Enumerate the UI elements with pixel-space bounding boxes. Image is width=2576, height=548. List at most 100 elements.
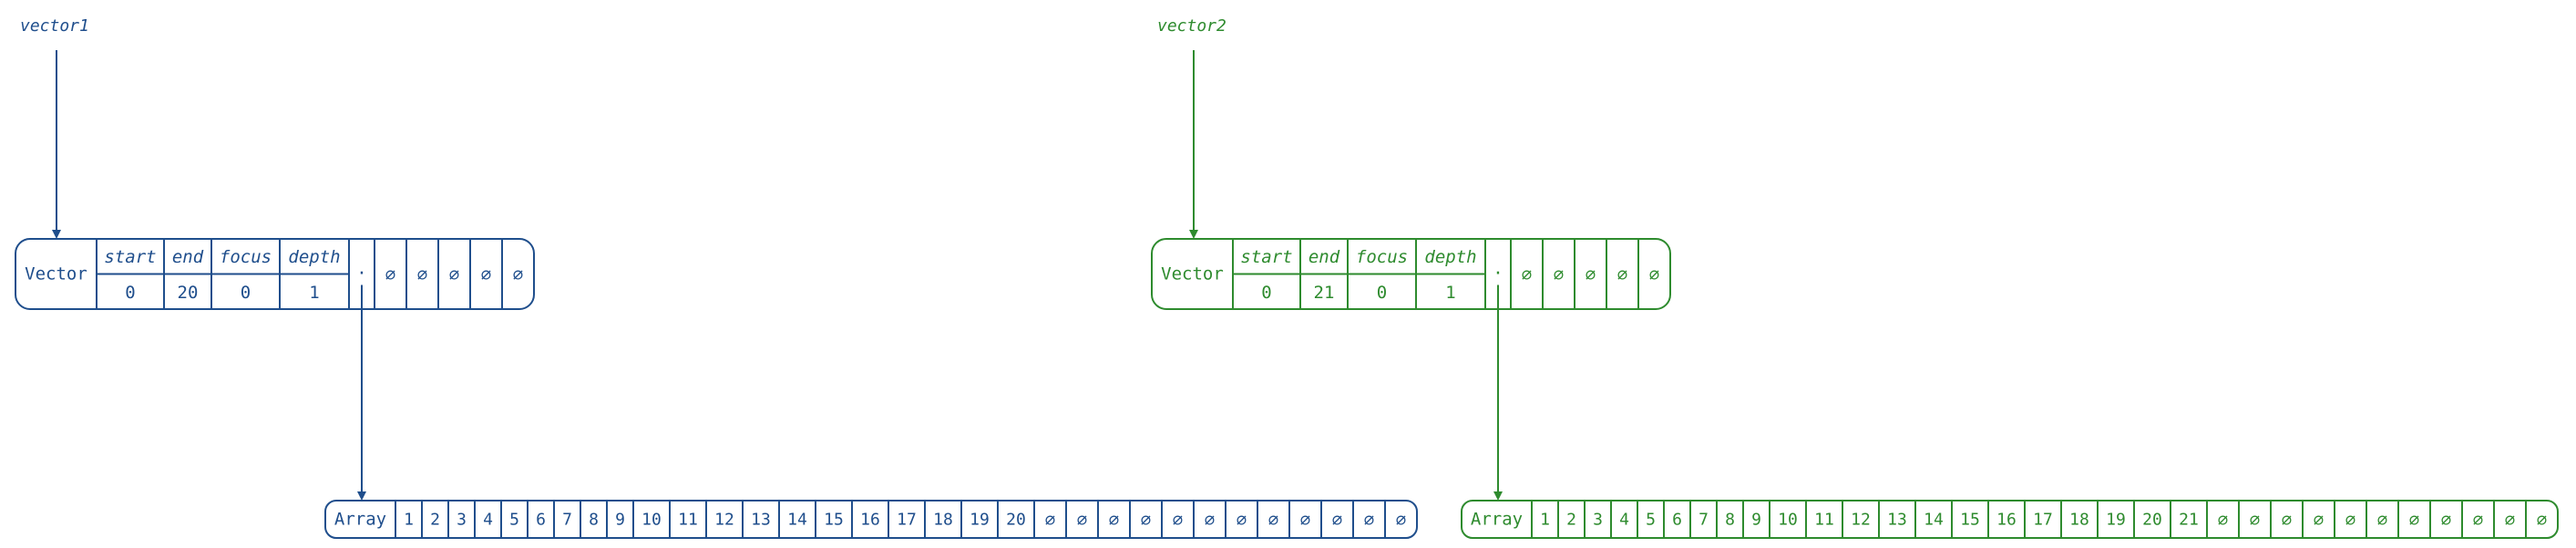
array-cell: 13	[751, 511, 771, 530]
array-cell: ∅	[1237, 511, 1247, 531]
array-cell: 18	[2069, 511, 2089, 530]
array-cell: 9	[1751, 511, 1761, 530]
field-header: focus	[220, 247, 272, 267]
array-cell: 17	[897, 511, 917, 530]
array-cell: 9	[615, 511, 625, 530]
vector-field-focus: focus 0	[220, 247, 272, 303]
array-cell: ∅	[2282, 511, 2292, 531]
vector-field-depth: depth 1	[288, 247, 340, 303]
variable-label: vector2	[1157, 16, 1226, 36]
null-slot: ∅	[1617, 265, 1627, 285]
field-value: 0	[241, 283, 251, 303]
array-type-name: Array	[334, 510, 386, 530]
vector-field-start: start 0	[1240, 247, 1292, 303]
field-header: depth	[288, 247, 340, 267]
array-cell: 18	[933, 511, 953, 530]
array-cell: 17	[2033, 511, 2053, 530]
array-cell: ∅	[2409, 511, 2419, 531]
array-cell: 16	[860, 511, 880, 530]
array-cell: ∅	[1332, 511, 1342, 531]
null-slot: ∅	[1554, 265, 1564, 285]
null-slot: ∅	[513, 265, 523, 285]
diagram-vector1: vector1Vectorstart0end20focus0depth1·∅∅∅…	[15, 16, 1418, 539]
array-cell: 11	[678, 511, 698, 530]
array-cell: 6	[1672, 511, 1682, 530]
array-cell: 10	[641, 511, 662, 530]
array-cell: ∅	[2537, 511, 2547, 531]
array-cell: ∅	[2345, 511, 2355, 531]
array-cell: ∅	[2441, 511, 2451, 531]
array-cell: ∅	[1173, 511, 1183, 531]
array-cell: 21	[2179, 511, 2199, 530]
pointer-slot: ·	[356, 264, 366, 284]
array-type-name: Array	[1471, 510, 1523, 530]
array-cell: 15	[1960, 511, 1980, 530]
array-cell: 20	[2142, 511, 2162, 530]
array-cell: ∅	[1300, 511, 1310, 531]
array-cell: 14	[787, 511, 807, 530]
pointer-slot: ·	[1493, 264, 1503, 284]
array-cell: 14	[1924, 511, 1944, 530]
vector-field-end: end 20	[172, 247, 204, 303]
array-cell: 8	[589, 511, 599, 530]
array-cell: ∅	[2250, 511, 2260, 531]
field-header: end	[1309, 247, 1340, 267]
null-slot: ∅	[1522, 265, 1532, 285]
array-cell: ∅	[2505, 511, 2515, 531]
field-header: start	[1240, 247, 1292, 267]
array-cell: 1	[404, 511, 414, 530]
field-header: start	[104, 247, 156, 267]
variable-label: vector1	[20, 16, 89, 36]
array-box	[324, 500, 1418, 539]
array-cell: 5	[1646, 511, 1656, 530]
array-cell: 4	[483, 511, 493, 530]
array-cell: ∅	[1205, 511, 1215, 531]
field-value: 0	[1261, 283, 1271, 303]
field-header: end	[172, 247, 204, 267]
field-value: 0	[125, 283, 135, 303]
array-box	[1461, 500, 2559, 539]
array-cell: ∅	[1364, 511, 1374, 531]
vector-field-end: end 21	[1309, 247, 1340, 303]
null-slot: ∅	[385, 265, 395, 285]
array-cell: 19	[970, 511, 990, 530]
null-slot: ∅	[417, 265, 427, 285]
array-cell: ∅	[1077, 511, 1087, 531]
array-cell: 1	[1540, 511, 1550, 530]
null-slot: ∅	[1649, 265, 1659, 285]
array-cell: ∅	[2218, 511, 2228, 531]
array-cell: 4	[1619, 511, 1629, 530]
vector-type-name: Vector	[25, 264, 87, 284]
array-cell: 2	[1566, 511, 1576, 530]
field-header: focus	[1356, 247, 1408, 267]
null-slot: ∅	[481, 265, 491, 285]
array-cell: 12	[714, 511, 734, 530]
null-slot: ∅	[449, 265, 459, 285]
array-cell: 12	[1851, 511, 1871, 530]
field-value: 21	[1314, 283, 1335, 303]
array-cell: 16	[1996, 511, 2017, 530]
array-cell: 3	[1593, 511, 1603, 530]
diagram-vector2: vector2Vectorstart0end21focus0depth1·∅∅∅…	[1151, 16, 2559, 539]
array-cell: 20	[1006, 511, 1026, 530]
array-cell: ∅	[1268, 511, 1278, 531]
array-cell: 6	[536, 511, 546, 530]
field-value: 1	[1445, 283, 1455, 303]
array-cell: 8	[1725, 511, 1735, 530]
array-cell: 2	[430, 511, 440, 530]
array-cell: 11	[1814, 511, 1834, 530]
vector-type-name: Vector	[1161, 264, 1224, 284]
array-cell: 19	[2106, 511, 2126, 530]
array-cell: ∅	[1141, 511, 1151, 531]
field-value: 20	[178, 283, 199, 303]
array-cell: 10	[1778, 511, 1798, 530]
array-cell: 5	[509, 511, 519, 530]
field-value: 1	[309, 283, 319, 303]
array-cell: ∅	[1045, 511, 1055, 531]
array-cell: ∅	[1109, 511, 1119, 531]
